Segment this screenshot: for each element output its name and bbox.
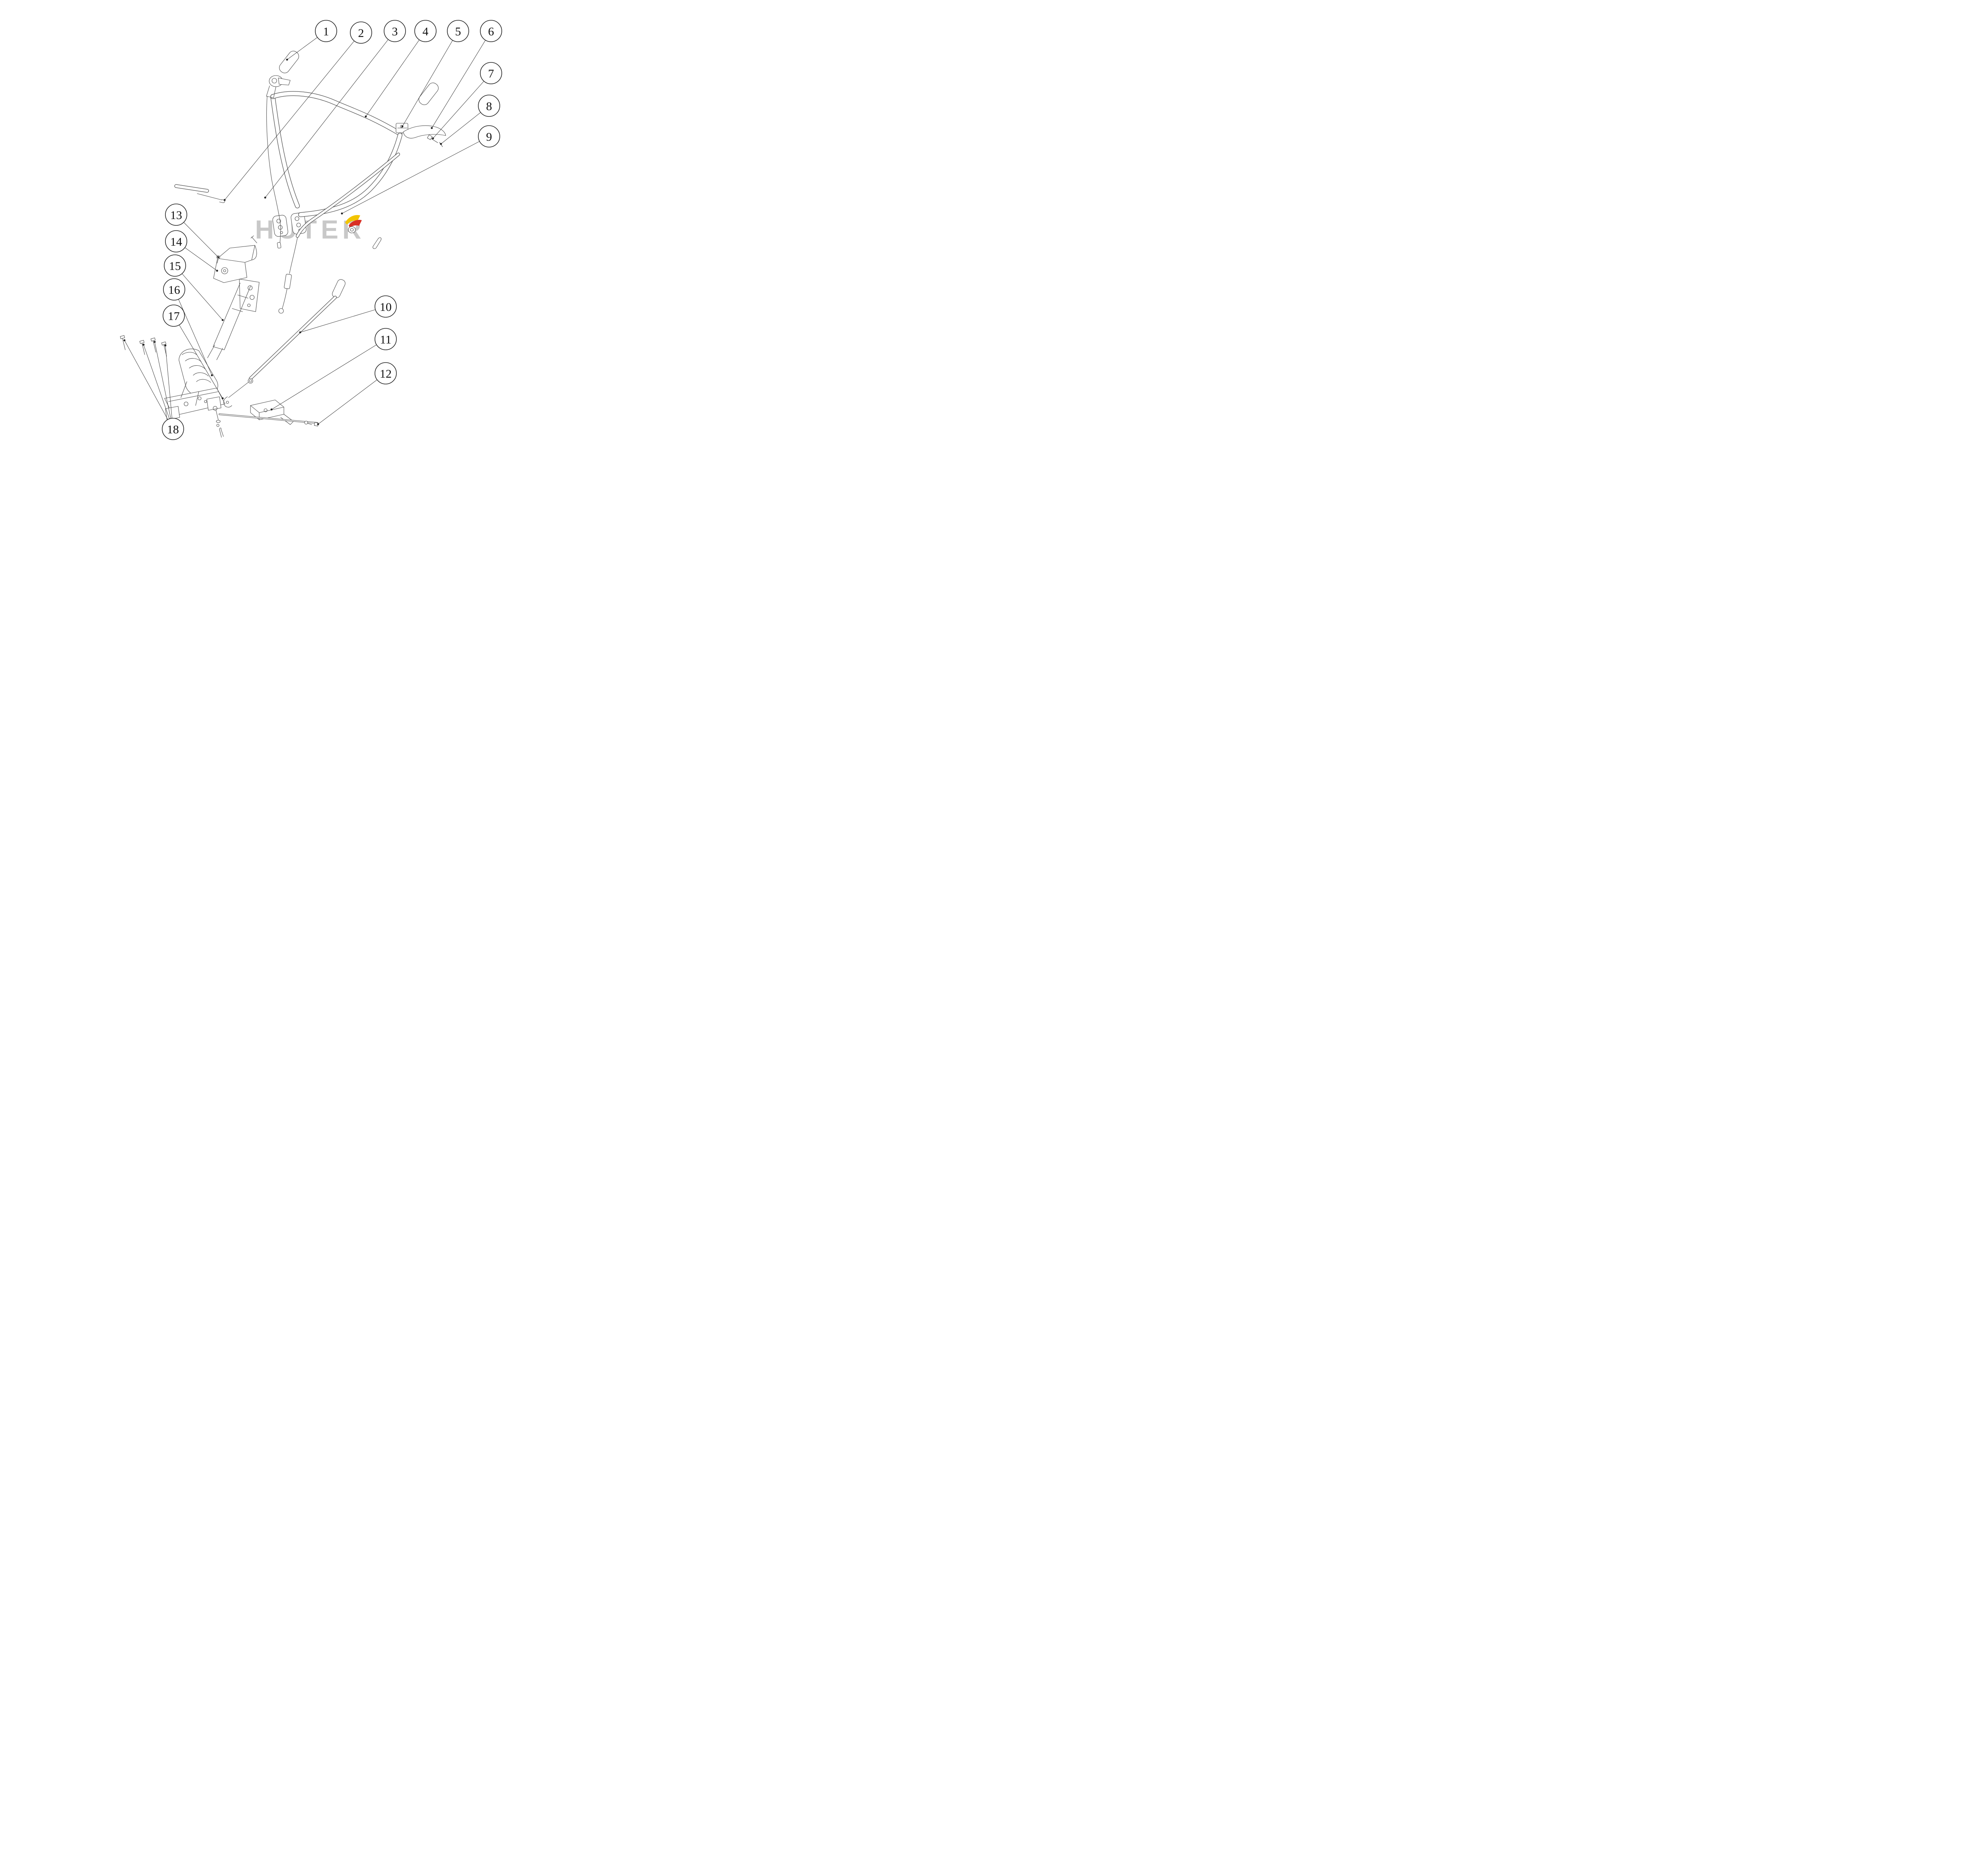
- callout-10-label: 10: [380, 301, 392, 314]
- lower-gear-assembly: [164, 349, 225, 420]
- left-grip: [279, 50, 299, 74]
- exploded-parts-artwork: [120, 50, 446, 438]
- callout-4-label: 4: [423, 25, 429, 38]
- callout-9: 9: [478, 125, 500, 147]
- callout-5: 5: [447, 20, 469, 42]
- callout-1-label: 1: [323, 25, 329, 38]
- callout-16: 16: [163, 278, 185, 301]
- callout-2-label: 2: [358, 27, 364, 40]
- callout-17-label: 17: [168, 310, 180, 323]
- callout-6-label: 6: [488, 25, 494, 38]
- callout-7: 7: [480, 62, 502, 84]
- watermark-flag-red-icon: [349, 220, 362, 228]
- right-grip: [418, 82, 439, 105]
- mounting-bolts: [120, 335, 167, 357]
- brake-lever: [403, 125, 446, 139]
- lever-clamp: [396, 123, 408, 133]
- clutch-cable-conduit: [278, 153, 400, 314]
- callout-12-label: 12: [380, 367, 392, 380]
- callout-13-label: 13: [170, 209, 182, 222]
- bushing: [348, 226, 356, 233]
- callout-14-label: 14: [170, 235, 182, 248]
- callout-14: 14: [165, 230, 187, 252]
- leader-end-dots: [123, 58, 442, 425]
- callout-3-label: 3: [392, 25, 398, 38]
- callout-1: 1: [315, 20, 337, 42]
- callout-8-label: 8: [486, 100, 492, 113]
- callout-18-label: 18: [167, 423, 179, 436]
- cable-hook-clip: [373, 237, 382, 249]
- callout-16-label: 16: [168, 283, 180, 297]
- leader-line: [124, 31, 491, 429]
- callout-12: 12: [375, 362, 397, 384]
- steering-column: [207, 279, 260, 360]
- handlebar-tube: [270, 91, 402, 217]
- callout-11-label: 11: [380, 333, 392, 346]
- watermark-flag-yellow-icon: [345, 215, 360, 225]
- tie-rod: [213, 406, 319, 438]
- throttle-cable: [250, 96, 282, 248]
- callout-10: 10: [375, 295, 397, 318]
- depth-bracket: [250, 400, 294, 425]
- callout-3: 3: [384, 20, 406, 42]
- callout-5-label: 5: [455, 25, 461, 38]
- callout-2: 2: [350, 21, 372, 44]
- lift-rod: [223, 279, 346, 407]
- callout-9-label: 9: [486, 130, 492, 144]
- callout-6: 6: [480, 20, 502, 42]
- callout-7-label: 7: [488, 67, 494, 80]
- cover-housing: [213, 245, 257, 283]
- lever-bolt: [427, 134, 438, 143]
- callout-18: 18: [162, 418, 184, 440]
- callout-13: 13: [165, 204, 187, 226]
- parts-diagram-canvas: HUTER: [120, 20, 502, 440]
- callout-11: 11: [375, 328, 397, 350]
- callout-balloons: 1 2 3 4 5 6 7 8: [162, 20, 502, 440]
- callout-8: 8: [478, 95, 500, 117]
- callout-4: 4: [414, 20, 437, 42]
- callout-17: 17: [163, 305, 185, 327]
- callout-15-label: 15: [169, 260, 181, 273]
- throttle-rod: [174, 184, 225, 203]
- leader-lines: [123, 31, 491, 429]
- callout-15: 15: [164, 254, 186, 277]
- throttle-switch: [266, 75, 291, 98]
